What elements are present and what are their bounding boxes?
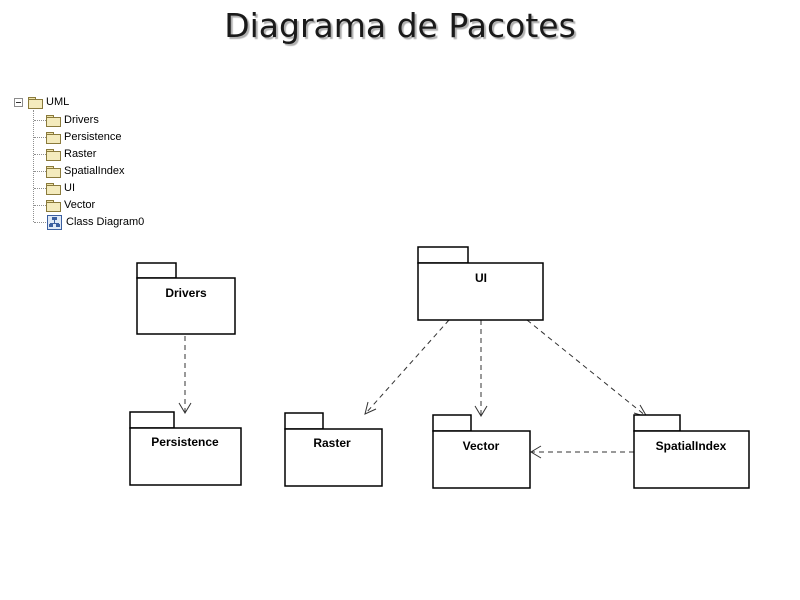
page-title: Diagrama de Pacotes: [224, 6, 576, 45]
folder-icon: [46, 165, 61, 178]
package-vector[interactable]: [432, 414, 531, 489]
tree-item-ui[interactable]: UI: [46, 180, 75, 196]
arrowhead-icon: [530, 445, 542, 459]
package-label-ui: UI: [475, 271, 487, 285]
folder-icon: [46, 114, 61, 127]
tree-item-label: SpatialIndex: [64, 165, 125, 177]
class-diagram-icon: [47, 214, 62, 230]
folder-icon: [46, 148, 61, 161]
package-label-persistence: Persistence: [151, 435, 219, 449]
tree-item-spatialindex[interactable]: SpatialIndex: [46, 163, 125, 179]
folder-icon: [46, 131, 61, 144]
tree-item-class-diagram0[interactable]: Class Diagram0: [47, 214, 144, 230]
package-spatialindex[interactable]: [633, 414, 750, 489]
arrowhead-icon: [474, 405, 488, 417]
folder-icon: [46, 182, 61, 195]
project-tree: UML Drivers Persistence Raster SpatialIn…: [12, 94, 212, 234]
tree-item-uml[interactable]: UML: [12, 94, 69, 110]
folder-icon: [28, 96, 43, 109]
dependency-ui-spatialindex: [526, 319, 647, 417]
package-drivers[interactable]: [136, 262, 236, 335]
tree-item-drivers[interactable]: Drivers: [46, 112, 99, 128]
tree-item-persistence[interactable]: Persistence: [46, 129, 121, 145]
package-persistence[interactable]: [129, 411, 242, 486]
tree-item-raster[interactable]: Raster: [46, 146, 96, 162]
tree-item-label: Vector: [64, 199, 96, 211]
tree-item-vector[interactable]: Vector: [46, 197, 95, 213]
package-label-vector: Vector: [463, 439, 500, 453]
package-label-spatialindex: SpatialIndex: [656, 439, 727, 453]
tree-item-label: UI: [64, 182, 75, 194]
tree-item-label: Raster: [64, 148, 97, 160]
package-raster[interactable]: [284, 412, 383, 487]
collapse-icon[interactable]: [14, 98, 23, 107]
package-label-raster: Raster: [313, 436, 351, 450]
package-label-drivers: Drivers: [165, 286, 207, 300]
arrowhead-icon: [364, 401, 377, 415]
tree-item-label: Persistence: [64, 131, 122, 143]
arrowhead-icon: [178, 402, 192, 414]
package-ui[interactable]: [417, 246, 544, 321]
tree-item-label: Class Diagram0: [66, 216, 145, 228]
tree-item-label: Drivers: [64, 114, 99, 126]
dependency-ui-raster: [365, 319, 450, 414]
tree-item-label: UML: [46, 96, 70, 108]
folder-icon: [46, 199, 61, 212]
